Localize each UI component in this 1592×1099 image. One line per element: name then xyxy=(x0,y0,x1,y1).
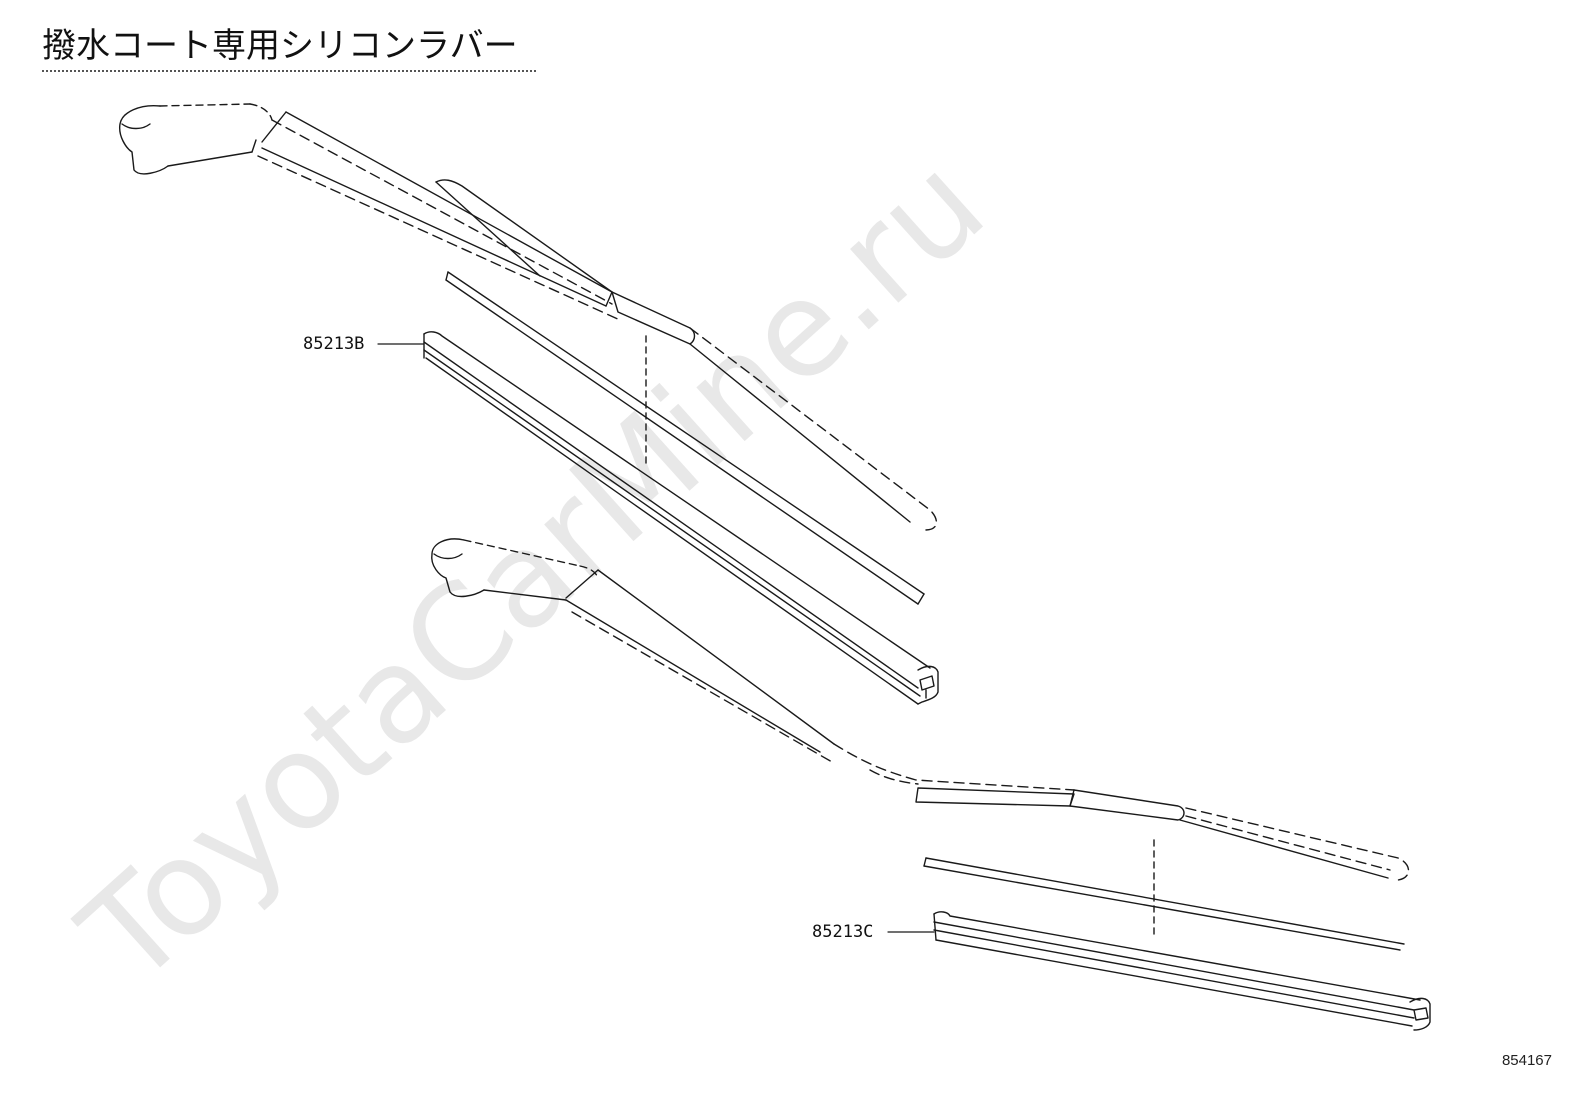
lower-wiper-arm xyxy=(431,538,1410,937)
upper-rubber-85213B xyxy=(423,331,939,705)
lower-insert-strip xyxy=(923,857,1405,951)
callout-85213B: 85213B xyxy=(303,334,365,354)
lower-rubber-85213C xyxy=(933,911,1431,1031)
page-title: 撥水コート専用シリコンラバー xyxy=(42,26,518,66)
upper-wiper-arm xyxy=(118,103,937,531)
figure-id: 854167 xyxy=(1501,1052,1552,1069)
upper-insert-strip xyxy=(445,271,925,605)
callout-85213C: 85213C xyxy=(812,922,874,942)
title-underline xyxy=(42,70,536,72)
